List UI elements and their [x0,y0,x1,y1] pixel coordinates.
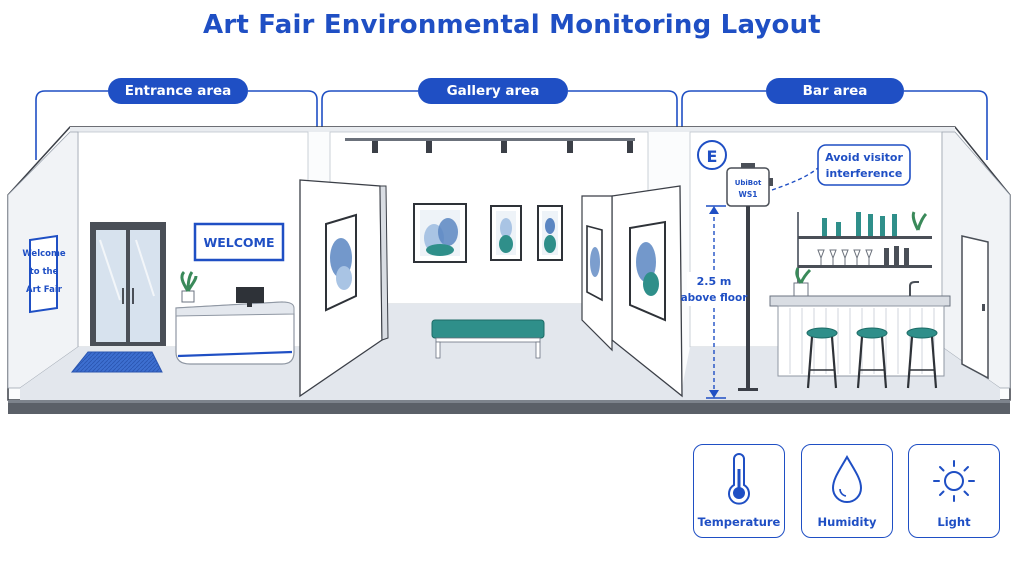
bar-shelves [797,211,932,300]
interference-callout: Avoid visitor interference [771,144,911,191]
entrance-sign-line-1: Welcome [22,249,65,259]
bar-side-door [961,235,989,380]
floorplan-illustration: Welcome to the Art Fair WELCOME [7,90,1011,414]
metric-label-light: Light [937,515,971,529]
height-label-line-1: 2.5 m [697,275,732,288]
artwork-3 [537,205,563,261]
gallery-partition-right [581,185,683,398]
zone-label-entrance: Entrance area [108,78,248,104]
sensor-name-line-1: UbiBot [735,179,762,187]
artwork-1 [413,203,467,263]
droplet-icon [831,454,863,503]
gallery-partition-left [299,179,389,398]
reception-desk [175,270,295,365]
zone-label-bar: Bar area [766,78,904,104]
metric-label-humidity: Humidity [817,515,877,529]
gallery-bench [431,319,545,359]
zone-brackets [35,90,988,160]
entrance-doors [90,222,166,346]
metric-card-humidity: Humidity [801,444,893,538]
bar-stools [806,327,938,389]
thermometer-icon [728,453,750,505]
track-lighting [345,138,635,153]
callout-line-2: interference [826,167,903,180]
ubibot-sensor: UbiBot WS1 [726,163,773,391]
callout-line-1: Avoid visitor [825,151,903,164]
page-title: Art Fair Environmental Monitoring Layout [203,10,821,40]
welcome-wall-sign: Welcome to the Art Fair [22,234,66,314]
sensor-name-line-2: WS1 [739,190,758,199]
metric-label-temperature: Temperature [697,515,781,529]
welcome-banner: WELCOME [193,222,285,262]
zone-label-gallery: Gallery area [418,78,568,104]
artwork-2 [490,205,522,261]
height-dimension: 2.5 m above floor [681,205,749,399]
entrance-sign-line-2: to the [30,267,59,277]
door-mat [70,351,163,373]
sensor-marker: E [697,140,727,170]
metric-card-temperature: Temperature [693,444,785,538]
sensor-marker-letter: E [707,147,718,166]
height-label-line-2: above floor [681,292,749,304]
metric-card-light: Light [908,444,1000,538]
entrance-sign-line-3: Art Fair [26,285,63,295]
welcome-banner-text: WELCOME [203,235,274,250]
sun-icon [933,460,975,502]
